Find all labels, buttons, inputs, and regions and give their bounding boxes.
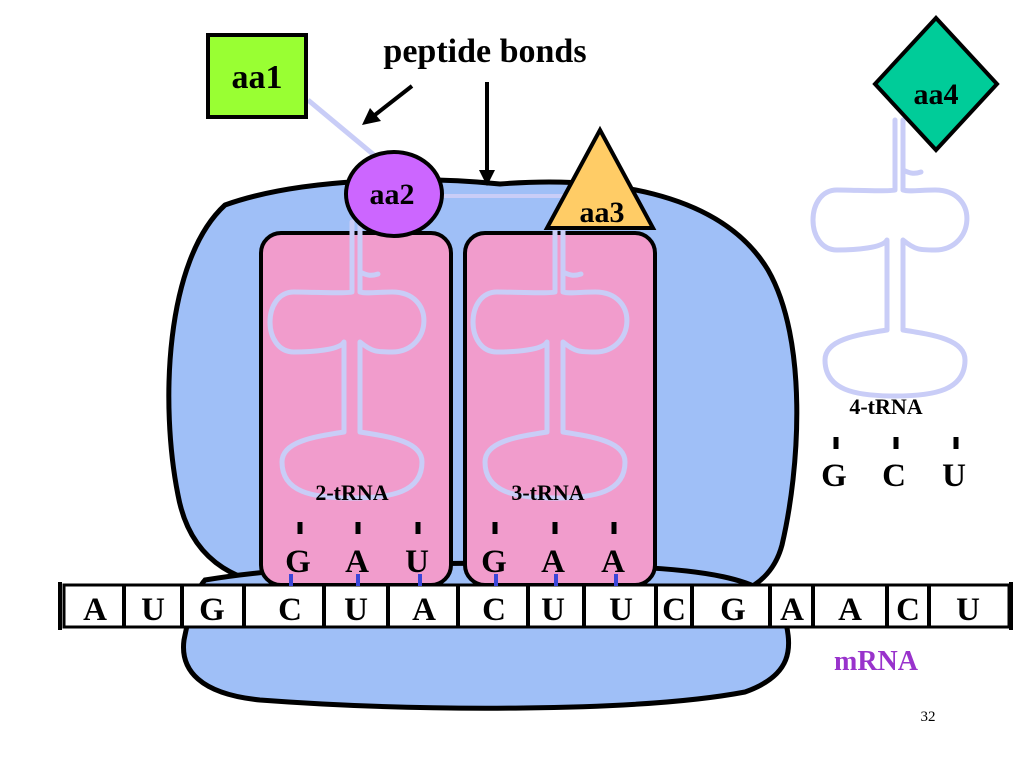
trna-3-label: 3-tRNA: [511, 480, 584, 505]
aa2-label: aa2: [370, 178, 415, 211]
mrna-base: C: [896, 592, 920, 628]
mrna-base: A: [838, 592, 862, 628]
aa2-circle: [344, 150, 444, 238]
mrna-base: A: [83, 592, 107, 628]
mrna-label: mRNA: [834, 646, 919, 677]
peptide-bond-arrow-2: [479, 82, 495, 186]
aa1-label: aa1: [232, 59, 283, 96]
trna-4-anticodon-2: C: [882, 458, 906, 494]
anticodon-ticks: [297, 437, 959, 534]
mrna-base: G: [199, 592, 225, 628]
trna-4-anticodon-1: G: [821, 458, 847, 494]
mrna-base: A: [412, 592, 436, 628]
trna-4-cloverleaf: [813, 120, 967, 396]
mrna-base: C: [278, 592, 302, 628]
trna-2-label: 2-tRNA: [315, 480, 388, 505]
page-number: 32: [921, 709, 936, 725]
trna-4-anticodon-3: U: [942, 458, 966, 494]
aa3-label: aa3: [580, 196, 625, 229]
mrna-base: U: [344, 592, 368, 628]
mrna-base: U: [141, 592, 165, 628]
mrna-base: U: [956, 592, 980, 628]
aa1-box: [206, 33, 308, 119]
mrna-base: A: [780, 592, 804, 628]
mrna-base: U: [609, 592, 633, 628]
peptide-bonds-label: peptide bonds: [383, 33, 586, 70]
aa4-diamond: [872, 15, 1000, 153]
trna-2-anticodon-3: U: [405, 544, 429, 580]
aa1-aa2-link: [306, 98, 382, 162]
mrna-base: C: [482, 592, 506, 628]
trna-3-anticodon-3: A: [601, 544, 625, 580]
mrna-base: G: [720, 592, 746, 628]
aa4-label: aa4: [914, 78, 959, 111]
base-pair-marks: [289, 574, 618, 586]
peptide-bond-arrow-1: [362, 84, 414, 125]
aa3-triangle: [543, 125, 657, 230]
trna-4-label: 4-tRNA: [849, 394, 922, 419]
mrna-base: C: [662, 592, 686, 628]
mrna-base: U: [541, 592, 565, 628]
trna-3-anticodon-2: A: [541, 544, 565, 580]
